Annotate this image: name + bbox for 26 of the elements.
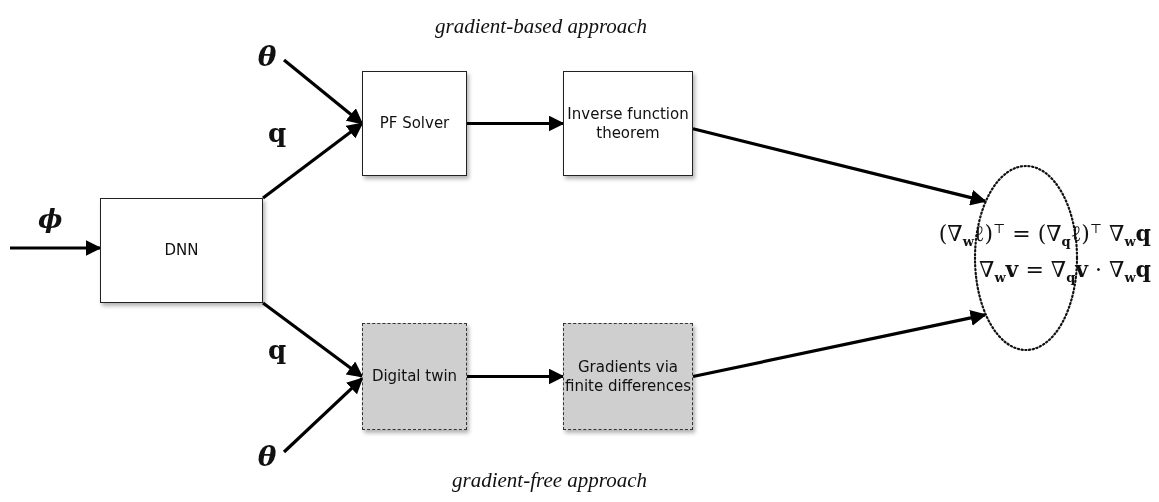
process-box bbox=[362, 323, 467, 430]
edge-label: q bbox=[268, 120, 287, 146]
box-label: Digital twin bbox=[371, 367, 458, 386]
caption-text: gradient-free approach bbox=[452, 468, 647, 493]
arrow bbox=[262, 301, 364, 378]
edge-label: ϕ bbox=[38, 206, 63, 232]
symbol-label: θ bbox=[257, 439, 277, 473]
arrow bbox=[282, 377, 364, 454]
symbol-label: θ bbox=[257, 39, 277, 73]
arrow bbox=[692, 127, 987, 206]
arrow bbox=[10, 240, 102, 256]
arrow bbox=[262, 122, 364, 200]
box-label: Gradients via finite differences bbox=[564, 357, 692, 396]
arrow bbox=[467, 115, 565, 132]
box-label: PF Solver bbox=[379, 114, 450, 133]
process-box bbox=[563, 71, 693, 176]
box-label: DNN bbox=[164, 241, 199, 260]
arrow bbox=[467, 368, 565, 385]
caption-text: gradient-based approach bbox=[435, 14, 648, 39]
process-box bbox=[362, 71, 467, 176]
edge-label: q bbox=[268, 337, 287, 363]
box-label: Inverse function theorem bbox=[566, 104, 690, 143]
process-box bbox=[563, 323, 693, 430]
process-box bbox=[100, 198, 263, 303]
arrow bbox=[283, 58, 364, 125]
arrow bbox=[692, 310, 987, 379]
